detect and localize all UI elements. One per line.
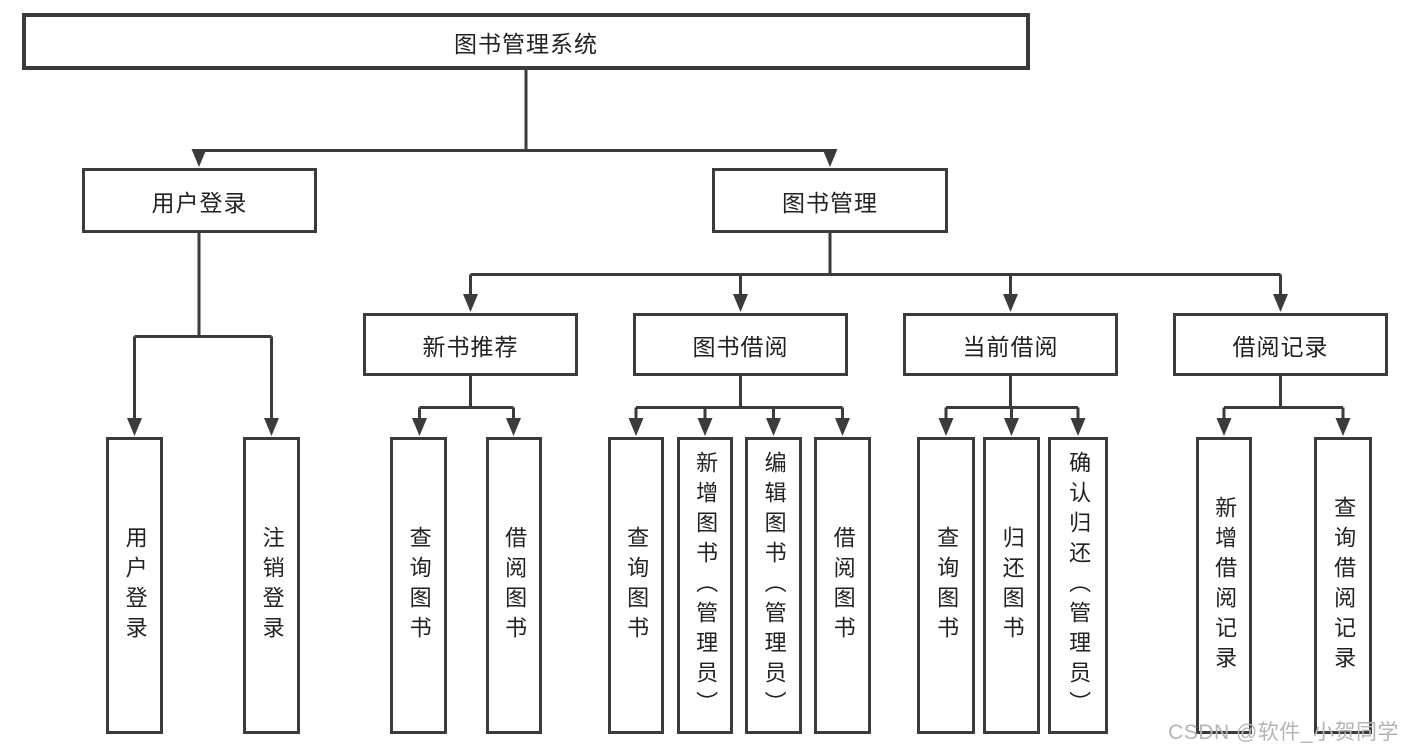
node-user-login-leaf: 用户登录: [106, 437, 163, 734]
node-new-book-recommendation: 新书推荐: [363, 313, 578, 376]
connector-book-borrowing-split: [634, 376, 844, 424]
node-borrow-books-borrowing: 借阅图书: [814, 437, 871, 734]
node-label: 注销登录: [259, 525, 285, 646]
node-query-books-recommend: 查询图书: [390, 437, 447, 734]
node-label: 归还图书: [999, 525, 1025, 646]
node-add-books-admin: 新增图书（管理员）: [677, 437, 733, 734]
node-label: 借阅图书: [830, 525, 856, 646]
node-label: 新增借阅记录: [1212, 495, 1238, 676]
node-label: 借阅图书: [502, 525, 528, 646]
node-user-login: 用户登录: [82, 168, 317, 233]
node-borrowing-records: 借阅记录: [1173, 313, 1388, 376]
node-label: 用户登录: [151, 189, 248, 216]
node-label: 新书推荐: [422, 333, 519, 360]
node-label: 确认归还（管理员）: [1066, 450, 1092, 721]
connector-new-book-recommendation-split: [418, 376, 515, 424]
node-label: 查询借阅记录: [1331, 495, 1357, 676]
node-label: 新增图书（管理员）: [693, 450, 719, 721]
node-label: 查询图书: [406, 525, 432, 646]
connector-root-split: [197, 70, 832, 156]
node-label: 编辑图书（管理员）: [761, 450, 787, 721]
node-query-books-borrowing: 查询图书: [608, 437, 664, 734]
node-current-borrowing: 当前借阅: [903, 313, 1118, 376]
watermark: CSDN @软件_小贺同学: [1168, 721, 1399, 744]
node-label: 当前借阅: [962, 333, 1059, 360]
node-label: 查询图书: [934, 525, 960, 646]
node-label: 图书借阅: [692, 333, 789, 360]
connector-user-login-split: [133, 233, 273, 424]
node-label: 借阅记录: [1232, 333, 1329, 360]
node-label: 图书管理系统: [454, 30, 598, 57]
node-edit-books-admin: 编辑图书（管理员）: [745, 437, 802, 734]
node-book-management: 图书管理: [712, 168, 948, 233]
node-logout-leaf: 注销登录: [243, 437, 300, 734]
node-return-books: 归还图书: [983, 437, 1040, 734]
node-query-borrow-record: 查询借阅记录: [1314, 437, 1372, 734]
node-library-management-system: 图书管理系统: [22, 13, 1030, 70]
node-book-borrowing: 图书借阅: [633, 313, 848, 376]
connector-current-borrowing-split: [944, 376, 1080, 424]
connector-borrowing-records-split: [1222, 376, 1345, 424]
node-label: 用户登录: [122, 525, 148, 646]
node-label: 图书管理: [782, 189, 878, 216]
node-add-borrow-record: 新增借阅记录: [1196, 437, 1252, 734]
node-borrow-books-recommend: 借阅图书: [486, 437, 542, 734]
node-label: 查询图书: [624, 525, 650, 646]
connector-book-management-split: [469, 233, 1282, 300]
node-confirm-return-admin: 确认归还（管理员）: [1048, 437, 1108, 734]
node-query-books-current: 查询图书: [917, 437, 975, 734]
